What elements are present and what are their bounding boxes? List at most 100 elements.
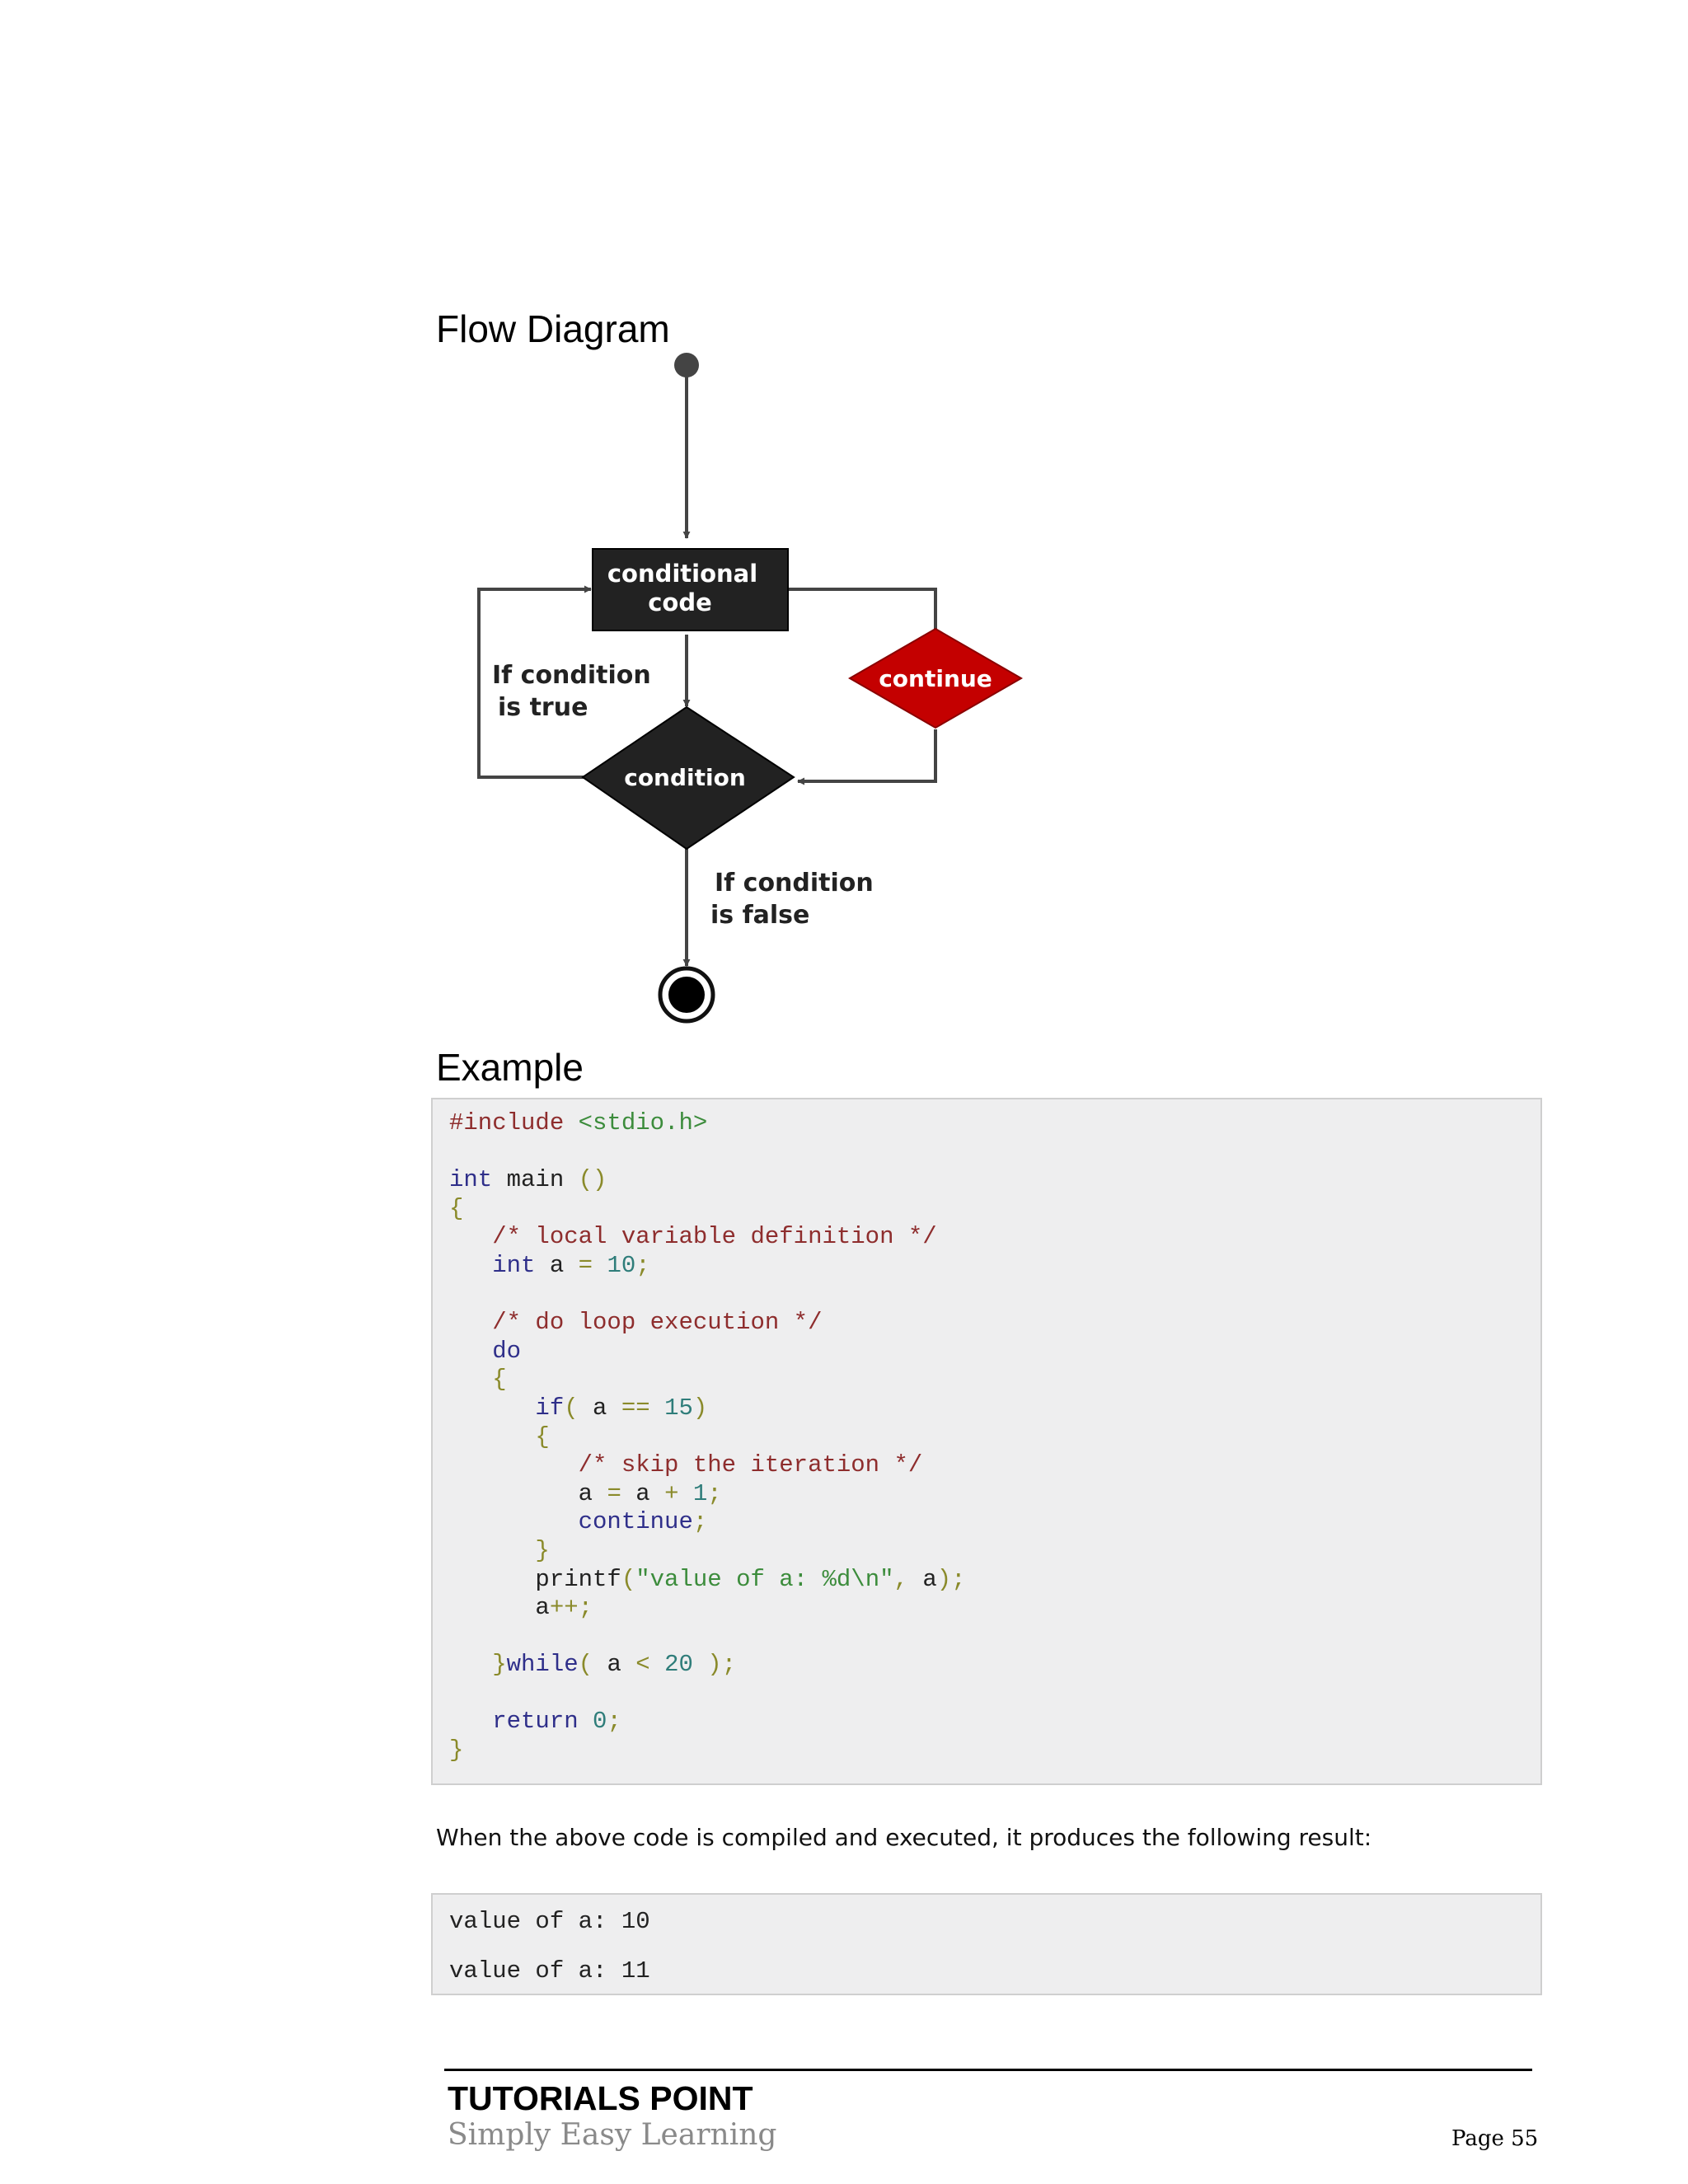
code-token: 10 xyxy=(607,1251,636,1279)
code-token: , xyxy=(893,1565,908,1593)
footer-brand: TUTORIALS POINT xyxy=(448,2079,753,2117)
code-token: /* local variable definition */ xyxy=(449,1223,937,1251)
footer-divider xyxy=(444,2069,1532,2071)
code-token: ; xyxy=(692,1508,708,1536)
code-token: ); xyxy=(707,1651,737,1679)
code-token: 0 xyxy=(593,1708,607,1736)
code-line: do xyxy=(449,1338,966,1366)
code-token: a xyxy=(907,1565,937,1593)
code-line: return 0; xyxy=(449,1708,966,1736)
page-number: Page 55 xyxy=(1451,2126,1539,2151)
code-token: a xyxy=(593,1651,636,1679)
code-block: #include <stdio.h>int main (){ /* local … xyxy=(431,1098,1542,1785)
code-token: 15 xyxy=(664,1394,693,1422)
code-token: } xyxy=(449,1651,507,1679)
code-token: a xyxy=(449,1594,550,1622)
code-token: { xyxy=(449,1422,550,1451)
code-token: int xyxy=(449,1251,536,1279)
continue-path-line xyxy=(788,588,937,630)
code-token: do xyxy=(449,1337,522,1365)
code-token: continue xyxy=(449,1508,693,1536)
code-token: a xyxy=(621,1479,665,1507)
flow-diagram-heading: Flow Diagram xyxy=(436,307,670,350)
code-line: /* skip the iteration */ xyxy=(449,1451,966,1480)
code-token: ( xyxy=(621,1565,636,1593)
footer-tagline: Simply Easy Learning xyxy=(448,2118,777,2152)
code-token: <stdio.h> xyxy=(578,1109,708,1137)
code-line xyxy=(449,1680,966,1708)
code-token xyxy=(678,1480,692,1507)
code-token: int xyxy=(449,1166,493,1194)
code-token: } xyxy=(449,1736,464,1765)
code-line: { xyxy=(449,1366,966,1394)
code-token xyxy=(650,1394,664,1422)
conditional-code-box: conditional code xyxy=(592,548,789,631)
code-token: while xyxy=(506,1651,579,1679)
code-token: ; xyxy=(635,1251,650,1279)
code-token: /* do loop execution */ xyxy=(449,1309,823,1337)
code-token: ) xyxy=(692,1394,708,1422)
if-true-label-line2: is true xyxy=(498,693,588,722)
code-token: #include xyxy=(449,1109,579,1137)
flow-diagram: conditional code continue condition If c… xyxy=(477,353,1024,1024)
code-token: ; xyxy=(707,1479,722,1507)
code-line xyxy=(449,1281,966,1310)
code-token: a xyxy=(578,1394,621,1422)
code-line xyxy=(449,1138,966,1167)
code-line: { xyxy=(449,1423,966,1452)
code-token: "value of a: %d\n" xyxy=(635,1565,894,1593)
code-token: + xyxy=(664,1479,679,1507)
code-token: if xyxy=(449,1394,565,1422)
code-line: printf("value of a: %d\n", a); xyxy=(449,1565,965,1595)
if-true-label-line1: If condition xyxy=(492,661,651,690)
code-token xyxy=(693,1651,707,1678)
code-token: 1 xyxy=(692,1479,708,1507)
condition-label: condition xyxy=(624,764,746,791)
code-line: int a = 10; xyxy=(449,1252,966,1281)
code-token: = xyxy=(607,1479,621,1507)
true-loop-line xyxy=(477,585,592,779)
code-token: } xyxy=(449,1536,550,1564)
code-token: ( xyxy=(578,1651,593,1679)
final-node xyxy=(658,966,715,1024)
output-line: value of a: 11 xyxy=(449,1957,650,1985)
code-token xyxy=(650,1651,664,1678)
code-token: ; xyxy=(607,1708,621,1736)
code-line: int main () xyxy=(449,1166,966,1195)
code-token: < xyxy=(635,1651,650,1679)
code-token: ++; xyxy=(549,1594,593,1622)
continue-diamond: continue xyxy=(847,627,1024,729)
code-token: return xyxy=(449,1708,579,1736)
code-line: #include <stdio.h> xyxy=(449,1109,966,1138)
code-token: ( xyxy=(564,1394,579,1422)
code-token: { xyxy=(449,1194,464,1222)
code-line xyxy=(449,1623,966,1652)
code-line: /* do loop execution */ xyxy=(449,1309,966,1338)
if-false-label-line2: is false xyxy=(710,901,809,930)
code-token xyxy=(579,1708,593,1735)
code-token: a xyxy=(535,1251,579,1279)
code-token: { xyxy=(449,1366,507,1394)
conditional-code-label-line2: code xyxy=(648,588,712,616)
code-token xyxy=(593,1252,607,1279)
code-line: continue; xyxy=(449,1508,966,1537)
code-token: printf xyxy=(449,1565,621,1593)
example-heading: Example xyxy=(436,1046,584,1089)
code-line: } xyxy=(449,1736,966,1765)
code-line: /* local variable definition */ xyxy=(449,1223,966,1252)
continue-label: continue xyxy=(879,665,992,692)
code-token: 20 xyxy=(664,1651,693,1679)
code-line: if( a == 15) xyxy=(449,1394,966,1423)
code-token: /* skip the iteration */ xyxy=(449,1451,923,1479)
result-description: When the above code is compiled and exec… xyxy=(436,1824,1372,1851)
code-listing: #include <stdio.h>int main (){ /* local … xyxy=(449,1109,966,1765)
if-false-label-line1: If condition xyxy=(715,869,874,898)
code-line: a = a + 1; xyxy=(449,1480,966,1509)
code-token: () xyxy=(578,1166,607,1194)
conditional-code-label-line1: conditional xyxy=(607,560,757,588)
initial-node xyxy=(674,353,699,377)
code-token: main xyxy=(492,1166,579,1194)
code-token: = xyxy=(578,1251,593,1279)
code-token: == xyxy=(621,1394,650,1422)
code-line: { xyxy=(449,1195,966,1224)
